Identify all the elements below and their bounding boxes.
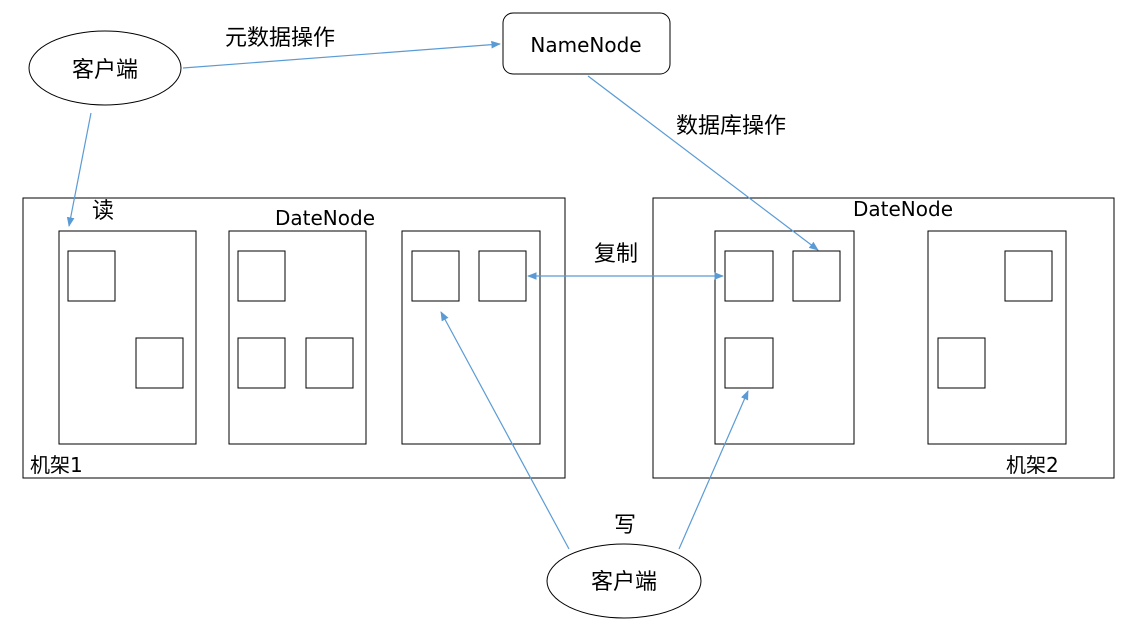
edge-label-metadata: 元数据操作 — [225, 26, 335, 51]
client-bottom-ellipse — [546, 543, 702, 619]
rack-1-node-1-block — [135, 337, 184, 389]
arrow-database — [587, 75, 819, 251]
rack-2-node-2-block — [1004, 250, 1053, 302]
edge-label-write: 写 — [614, 513, 636, 538]
rack-1: 机架1 DateNode — [22, 197, 566, 479]
rack-1-node-1-block — [67, 250, 116, 302]
namenode-box — [502, 12, 671, 75]
rack-2-node-2-block — [937, 337, 986, 389]
edge-label-database: 数据库操作 — [676, 114, 786, 139]
rack-1-node-2-block — [237, 250, 286, 302]
rack-1-node-2-block — [305, 337, 354, 389]
rack-2: 机架2 DateNode — [652, 197, 1115, 479]
namenode-label: NameNode — [530, 33, 641, 57]
client-top: 客户端 — [28, 30, 182, 106]
rack-2-label: 机架2 — [1006, 453, 1059, 477]
client-top-label: 客户端 — [72, 58, 138, 83]
rack-2-node-1-block — [724, 337, 774, 389]
client-top-ellipse — [28, 30, 182, 106]
arrow-read — [66, 112, 92, 227]
rack-1-node-2-block — [237, 337, 286, 389]
rack-2-node-1-block — [724, 250, 774, 302]
rack-2-node-1-block — [792, 250, 841, 302]
arrow-write-rack2 — [678, 390, 749, 550]
rack-2-datenode-label: DateNode — [853, 197, 953, 221]
edge-label-replicate: 复制 — [594, 242, 638, 267]
edge-label-read: 读 — [92, 199, 114, 224]
arrow-metadata — [182, 40, 501, 69]
rack-1-node-3-block — [478, 250, 527, 302]
rack-1-datenode-label: DateNode — [275, 206, 375, 230]
namenode: NameNode — [502, 12, 671, 75]
rack-1-node-3-block — [411, 250, 460, 302]
client-bottom: 客户端 — [546, 543, 702, 619]
client-bottom-label: 客户端 — [591, 570, 657, 595]
rack-1-label: 机架1 — [30, 453, 83, 477]
arrow-write-rack1 — [440, 311, 570, 550]
